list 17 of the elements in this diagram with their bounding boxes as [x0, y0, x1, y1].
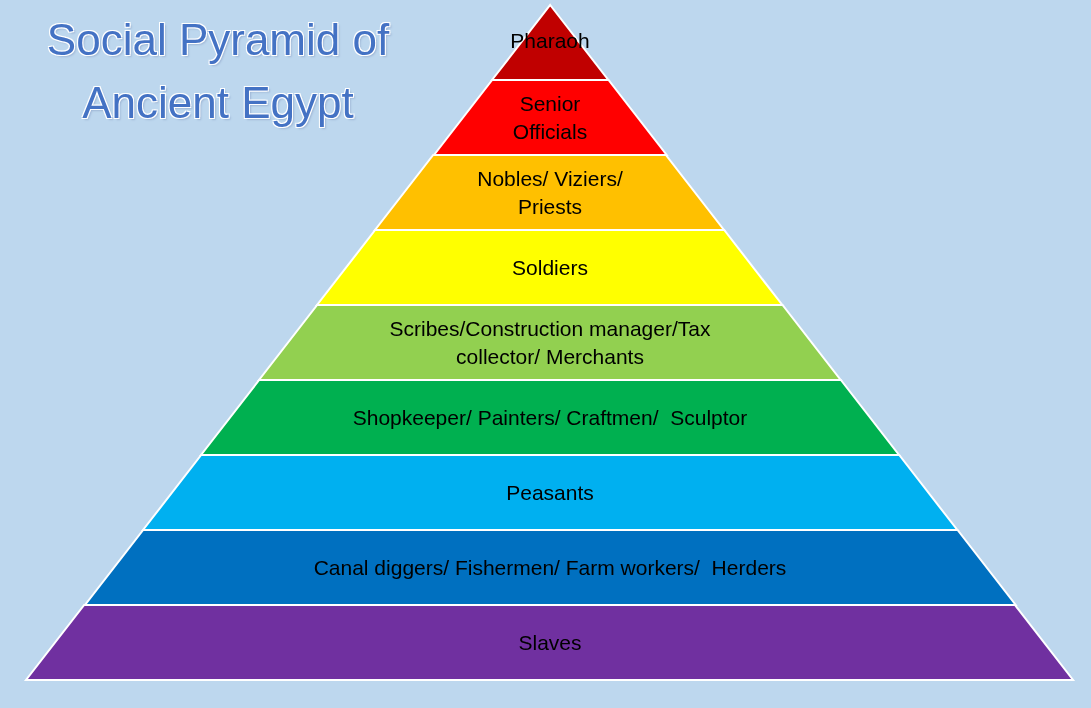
pyramid-tier — [317, 230, 783, 305]
pyramid-tier — [26, 605, 1074, 680]
tier-label: Shopkeeper/ Painters/ Craftmen/ Sculptor — [352, 404, 748, 431]
diagram-title: Social Pyramid of Ancient Egypt — [45, 14, 391, 129]
tier-label: Senior Officials — [511, 90, 589, 145]
pyramid-tier — [200, 380, 899, 455]
tier-label: Soldiers — [512, 254, 588, 281]
pyramid-tier — [142, 455, 958, 530]
tier-label: Canal diggers/ Fishermen/ Farm workers/ Herders — [313, 554, 787, 581]
pyramid-tier — [433, 80, 667, 155]
pyramid-tier — [259, 305, 841, 380]
tier-label: Peasants — [506, 479, 594, 506]
pyramid-tier — [375, 155, 725, 230]
tier-label: Scribes/Construction manager/Tax collector/ Merchants — [388, 315, 712, 370]
pyramid-tier — [84, 530, 1016, 605]
tier-label: Nobles/ Viziers/ Priests — [476, 165, 624, 220]
tier-label: Slaves — [518, 629, 582, 656]
